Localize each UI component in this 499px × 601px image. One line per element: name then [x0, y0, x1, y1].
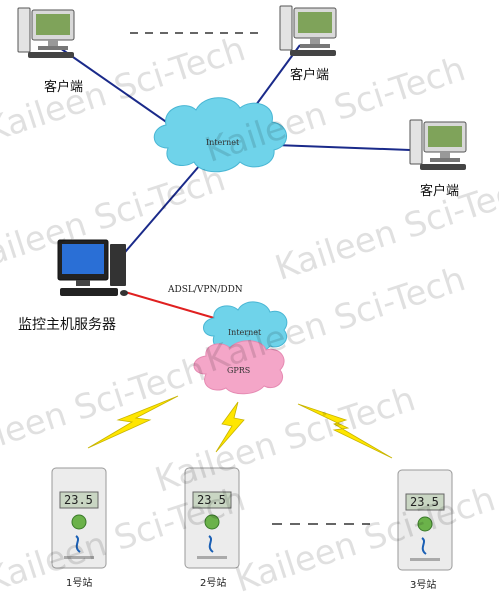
link-server-uplink — [124, 291, 229, 323]
server-computer-icon — [57, 239, 128, 296]
station-reading: 23.5 — [410, 495, 439, 509]
client-computer-icon — [409, 119, 467, 170]
station-label-1: 1号站 — [66, 578, 93, 589]
client-computer-icon — [17, 7, 75, 58]
gprs-cloud — [193, 340, 285, 395]
station-label-2: 2号站 — [200, 578, 227, 589]
station-label-3: 3号站 — [410, 580, 437, 591]
gprs-label: GPRS — [227, 366, 251, 375]
wireless-signals — [87, 395, 393, 459]
link-client-right — [274, 144, 411, 151]
client-label-3: 客户端 — [420, 184, 460, 199]
internet-cloud-top — [153, 97, 287, 173]
station-reading: 23.5 — [197, 493, 226, 507]
lightning-icon — [215, 401, 245, 453]
internet-label-top: Internet — [206, 138, 240, 147]
lightning-icon — [297, 403, 393, 459]
client-label-1: 客户端 — [44, 80, 84, 95]
station-device-1: 23.5 — [51, 467, 107, 569]
client-computer-icon — [279, 5, 337, 56]
client-label-2: 客户端 — [290, 68, 330, 83]
server-label: 监控主机服务器 — [18, 317, 116, 333]
link-client-left — [59, 47, 186, 136]
station-device-2: 23.5 — [184, 467, 240, 569]
station-device-3: 23.5 — [397, 469, 453, 571]
internet-label-bottom: Internet — [228, 328, 262, 337]
network-links — [59, 44, 411, 323]
link-server-internet — [119, 164, 201, 259]
lightning-icon — [87, 395, 179, 449]
station-reading: 23.5 — [64, 493, 93, 507]
uplink-label: ADSL/VPN/DDN — [168, 285, 243, 295]
